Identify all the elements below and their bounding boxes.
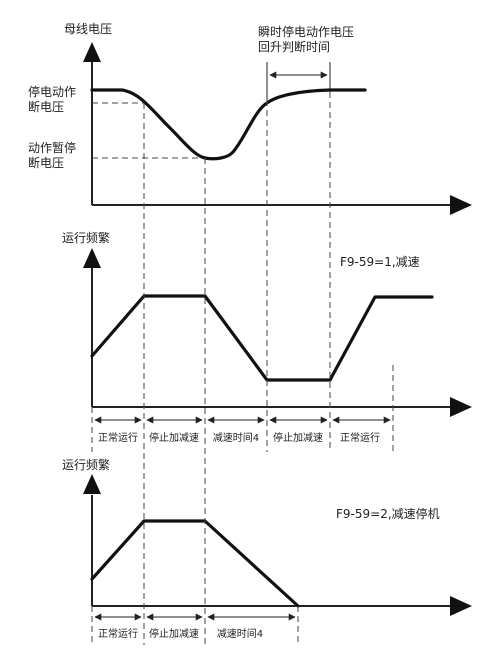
recover-judge-label-line1: 瞬时停电动作电压	[258, 24, 354, 39]
freq2-seg1-label: 正常运行	[98, 627, 138, 640]
voltage-y-axis-arrow	[83, 42, 101, 62]
freq2-y-axis-arrow	[83, 474, 101, 494]
freq1-seg5-label: 正常运行	[340, 431, 380, 444]
pause-voltage-label-line1: 动作暂停	[28, 140, 76, 155]
pause-voltage-label-line2: 断电压	[28, 155, 64, 170]
freq1-curve	[90, 294, 434, 382]
freq1-setting-label: F9-59=1,减速	[340, 255, 420, 269]
bus-voltage-curve	[90, 88, 367, 161]
freq1-axis-label: 运行频繁	[62, 230, 110, 245]
freq1-seg3-label: 减速时间4	[213, 431, 259, 444]
freq1-seg1-label: 正常运行	[98, 431, 138, 444]
freq1-y-axis-arrow	[83, 248, 101, 268]
freq2-x-axis-arrow	[450, 596, 472, 616]
stop-voltage-label-line2: 断电压	[28, 99, 64, 114]
freq2-seg2-label: 停止加减速	[149, 627, 199, 640]
freq1-seg4-label: 停止加减速	[273, 431, 323, 444]
freq2-curve	[90, 519, 300, 608]
voltage-axis-label: 母线电压	[64, 22, 112, 36]
frequency-chart-decel-stop: 运行频繁 F9-59=2,减速停机 正常运行 停止加减速 减速时间4	[62, 457, 472, 640]
freq2-seg3-label: 减速时间4	[217, 627, 263, 640]
bus-voltage-chart: 母线电压 停电动作 断电压 动作暂停 断电压 瞬时停电动作电压 回升判断时间	[28, 22, 472, 215]
voltage-x-axis-arrow	[450, 195, 472, 215]
freq2-axis-label: 运行频繁	[62, 457, 110, 472]
recover-judge-label-line2: 回升判断时间	[258, 39, 330, 54]
freq2-setting-label: F9-59=2,减速停机	[336, 506, 440, 521]
time-guide-lines	[91, 92, 331, 645]
freq1-seg2-label: 停止加减速	[149, 431, 199, 444]
freq1-x-axis-arrow	[450, 397, 472, 417]
stop-voltage-label-line1: 停电动作	[28, 84, 76, 99]
